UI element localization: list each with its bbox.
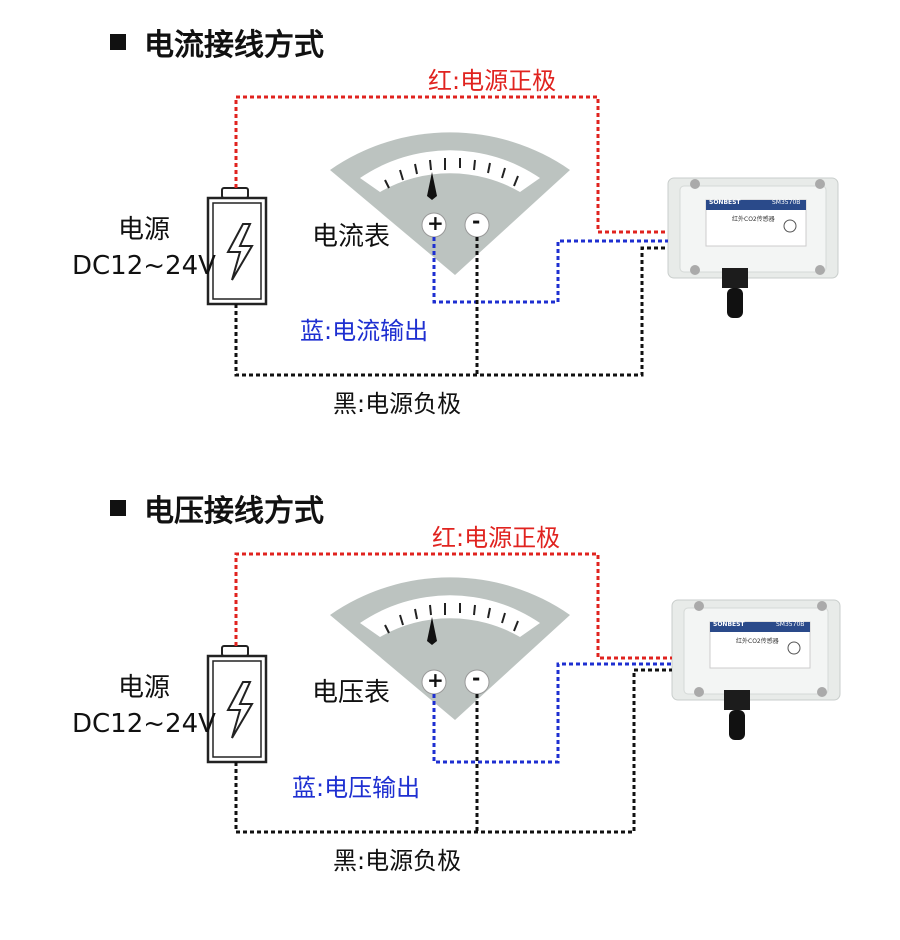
meter-minus-terminal: - — [472, 209, 481, 233]
blue-wire-label: 蓝:电压输出 — [292, 774, 421, 802]
sensor-module-icon — [671, 599, 841, 740]
section-title-text: 电流接线方式 — [144, 28, 324, 63]
power-supply-title: 电源 — [117, 215, 170, 245]
battery-icon — [206, 187, 268, 306]
blue-wire — [432, 237, 668, 304]
battery-icon — [206, 645, 268, 764]
meter-plus-terminal: + — [427, 668, 444, 692]
section-title-text: 电压接线方式 — [144, 494, 324, 529]
ammeter-icon — [330, 132, 570, 275]
voltmeter-icon — [330, 577, 570, 720]
module-name: 红外CO2传感器 — [736, 638, 779, 645]
module-name: 红外CO2传感器 — [732, 216, 775, 223]
sensor-module-icon — [667, 177, 839, 318]
bullet-square-icon — [110, 34, 126, 50]
power-supply-label: 电源 DC12~24V — [72, 212, 216, 284]
meter-plus-terminal: + — [427, 211, 444, 235]
red-wire — [234, 95, 668, 234]
red-wire — [234, 552, 672, 660]
black-wire-label: 黑:电源负极 — [333, 390, 462, 418]
voltage-wiring-section: 电压接线方式 红:电源正极 电源 DC12~24V 电压表 + - 蓝:电压输出… — [0, 470, 900, 940]
current-wiring-diagram — [206, 95, 839, 377]
meter-minus-terminal: - — [472, 666, 481, 690]
section-title: 电流接线方式 — [110, 20, 324, 64]
power-supply-title: 电源 — [117, 673, 170, 703]
meter-label: 电压表 — [312, 678, 391, 708]
module-model: SM3570B — [772, 199, 801, 206]
blue-wire — [432, 662, 672, 764]
blue-wire-label: 蓝:电流输出 — [300, 317, 429, 345]
red-wire-label: 红:电源正极 — [428, 67, 557, 95]
red-wire-label: 红:电源正极 — [432, 524, 561, 552]
power-supply-voltage: DC12~24V — [72, 709, 216, 739]
bullet-square-icon — [110, 500, 126, 516]
meter-label: 电流表 — [312, 222, 391, 252]
module-brand: SONBEST — [709, 199, 741, 206]
power-supply-voltage: DC12~24V — [72, 251, 216, 281]
black-wire — [234, 246, 668, 377]
module-brand: SONBEST — [713, 621, 745, 628]
voltage-wiring-diagram — [206, 552, 841, 834]
module-model: SM3570B — [776, 621, 805, 628]
black-wire-label: 黑:电源负极 — [333, 847, 462, 875]
current-wiring-section: 电流接线方式 红:电源正极 电源 DC12~24V 电流表 + - 蓝:电流输出… — [72, 20, 839, 418]
section-title: 电压接线方式 — [110, 486, 324, 530]
power-supply-label: 电源 DC12~24V — [72, 670, 216, 742]
